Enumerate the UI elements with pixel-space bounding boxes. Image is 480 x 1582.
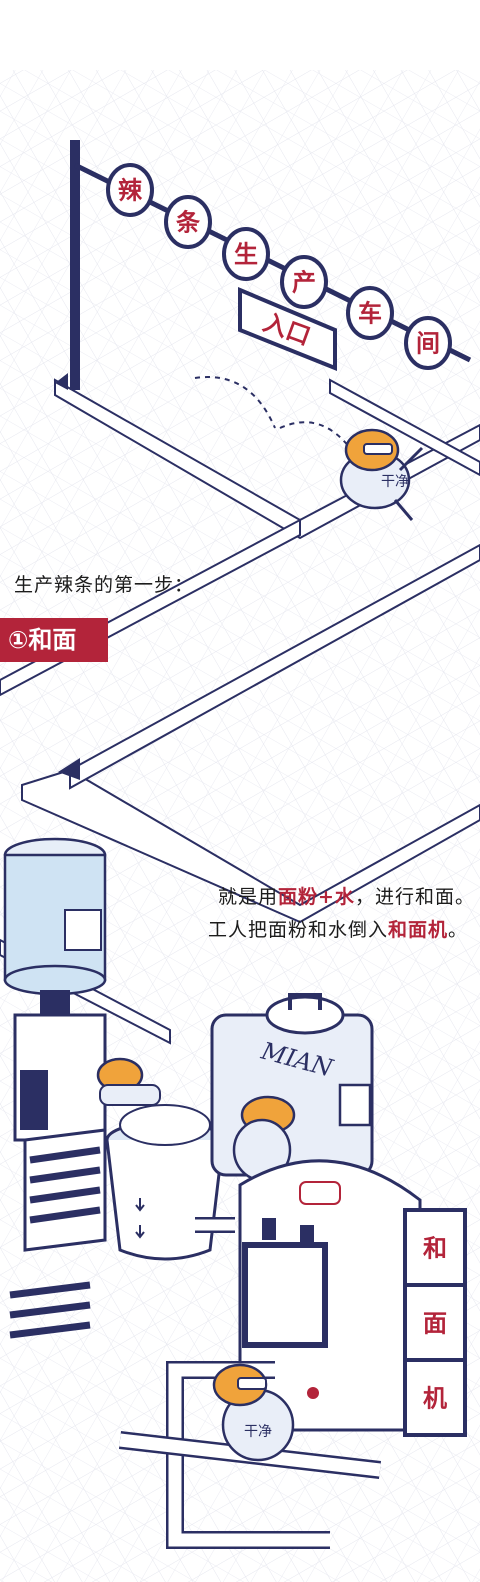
desc-line-1-pre: 就是用 — [218, 886, 279, 908]
worker-at-mixer — [232, 1095, 296, 1182]
machine-label-2: 面 — [423, 1309, 447, 1338]
sign-char-6: 间 — [416, 329, 440, 358]
sign-char-1: 辣 — [118, 176, 143, 205]
wall-corner — [55, 373, 68, 390]
worker-badge: 干净 — [381, 474, 409, 490]
running-worker: 干净 — [339, 428, 424, 521]
worker-badge-bottom: 干净 — [244, 1424, 272, 1440]
mixing-machine: 和 面 机 — [238, 1159, 467, 1437]
desc-highlight-flour-water: 面粉+水 — [278, 886, 355, 908]
desc-line-2: 工人把面粉和水倒入和面机。 — [208, 915, 468, 942]
water-jug — [3, 837, 107, 1015]
step-badge: ①和面 — [0, 618, 108, 662]
jump-trail — [194, 376, 276, 429]
machine-label-1: 和 — [423, 1234, 447, 1263]
sign-char-3: 生 — [234, 240, 258, 269]
mixing-bucket — [105, 1104, 225, 1261]
machine-label-3: 机 — [423, 1384, 447, 1413]
sign-char-5: 车 — [358, 299, 382, 328]
sign-char-2: 条 — [176, 208, 201, 237]
stand — [9, 1013, 107, 1339]
worker-bottom: 干净 — [212, 1363, 319, 1462]
wall-corner — [58, 758, 80, 780]
desc-line-2-post: 。 — [448, 919, 469, 941]
desc-line-2-pre: 工人把面粉和水倒入 — [208, 919, 389, 941]
sign-char-4: 产 — [292, 268, 316, 297]
worker-pouring — [96, 1057, 161, 1106]
desc-highlight-mixer: 和面机 — [388, 919, 449, 941]
jump-trail — [279, 421, 351, 449]
desc-line-1: 就是用面粉+水，进行和面。 — [218, 882, 475, 909]
intro-text: 生产辣条的第一步： — [14, 574, 195, 596]
desc-line-1-post: ，进行和面。 — [354, 886, 475, 908]
entrance-sign: 辣 条 生 产 车 间 入口 — [70, 140, 472, 390]
